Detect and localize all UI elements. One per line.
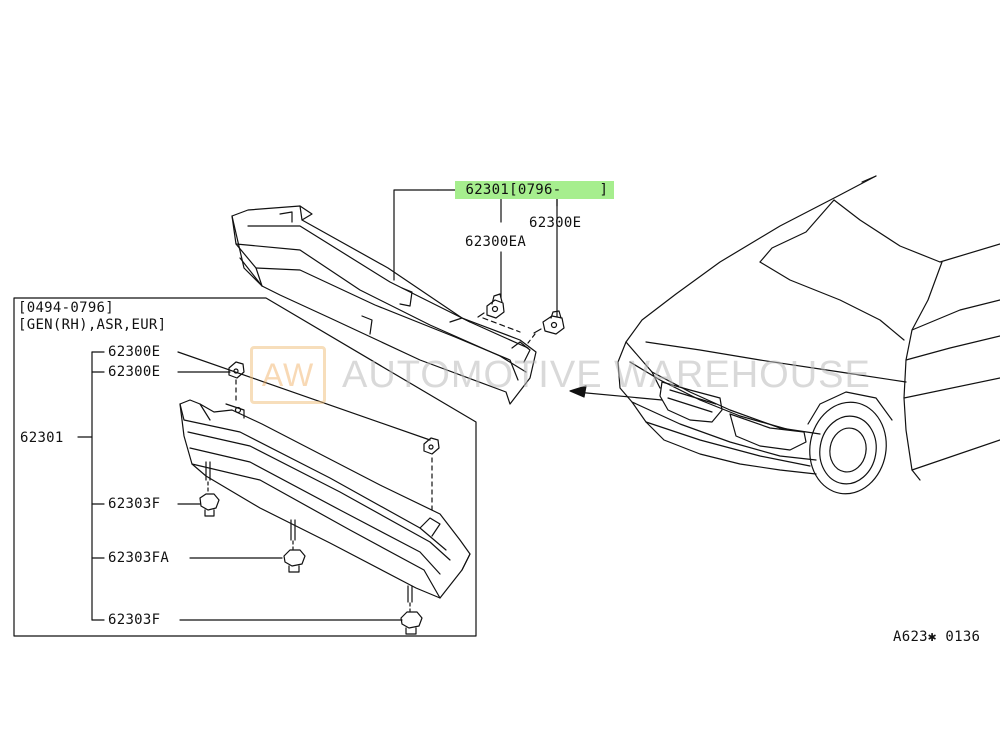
header-part-close: ] — [599, 182, 609, 198]
callout-62303FA[interactable]: 62303FA — [108, 550, 170, 566]
callout-62300E-top[interactable]: 62300E — [529, 215, 582, 231]
clip-62300E-a — [229, 362, 244, 378]
grille-lower — [180, 400, 470, 598]
clip-62300EA — [478, 294, 504, 318]
inset-main-part[interactable]: 62301 — [20, 430, 64, 446]
callout-62300E-inset-2[interactable]: 62300E — [108, 364, 161, 380]
header-part-range: [0796- — [509, 182, 562, 198]
inset-period: [0494-0796] — [18, 300, 115, 316]
callout-62300E-inset-1[interactable]: 62300E — [108, 344, 161, 360]
stud-62303F-a — [200, 462, 219, 516]
header-part-highlight: 62301[0796-] — [455, 181, 615, 199]
stud-62303F-b — [401, 586, 422, 634]
figure-code: A623✱ 0136 — [893, 629, 981, 645]
callout-62303F-2[interactable]: 62303F — [108, 612, 161, 628]
grille-upper — [232, 206, 536, 404]
callout-62303F-1[interactable]: 62303F — [108, 496, 161, 512]
stud-62303FA — [284, 520, 305, 572]
callout-62300EA[interactable]: 62300EA — [465, 234, 527, 250]
inset-spec: [GEN(RH),ASR,EUR] — [18, 317, 167, 333]
header-part-label[interactable]: 62301[0796-] — [438, 166, 615, 199]
clip-62300E-b — [424, 438, 439, 454]
car-outline — [618, 176, 1000, 500]
header-part-number: 62301 — [465, 182, 510, 198]
clip-62300E-top — [534, 311, 564, 334]
